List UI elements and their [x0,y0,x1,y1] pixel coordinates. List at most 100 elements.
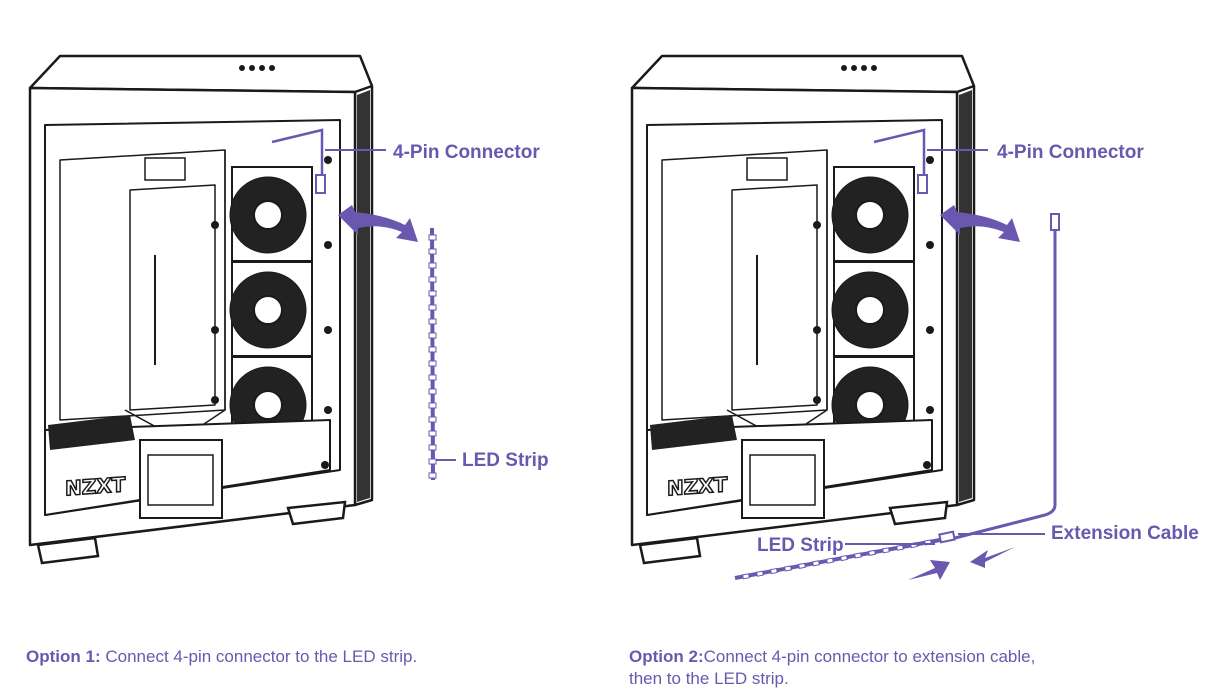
option-2-connection-graphics [734,128,1060,580]
top-io-button [841,65,847,71]
top-io-button [851,65,857,71]
push-arrow-left [970,547,1015,568]
led-strip [734,538,941,580]
led-segment [742,573,750,580]
caption-option-2-prefix: Option 2: [629,647,704,666]
screw [324,156,332,164]
fan-hub [855,200,885,230]
extension-cable-label: Extension Cable [1051,523,1199,544]
screw [813,221,821,229]
led-segment [798,562,806,569]
top-io-button [269,65,275,71]
led-segment [428,444,437,451]
screw [211,396,219,404]
caption-option-1-text: Connect 4-pin connector to the LED strip… [105,647,418,666]
led-segment [428,262,437,269]
screw [813,396,821,404]
hdd-bay-inner [749,454,816,506]
case-window-frame [646,119,943,516]
screw [211,326,219,334]
led-segment [812,560,820,567]
front-foot [638,536,702,565]
push-arrow-right [908,560,950,580]
case-window-frame [44,119,341,516]
screw [321,461,329,469]
hdd-bay [741,439,825,519]
led-segment [882,547,890,554]
screw [324,326,332,334]
hdd-bay-inner [147,454,214,506]
case-edge [354,84,373,94]
front-foot [36,536,100,565]
screw [324,241,332,249]
screw [926,156,934,164]
connector-label-option-1: 4-Pin Connector [393,142,540,163]
top-io-button [239,65,245,71]
led-segment [784,565,792,572]
four-pin-connector [315,174,326,194]
led-segment [428,402,437,409]
io-cutout [746,157,788,181]
pc-case-illustration-option-1: NZXT [28,54,374,565]
connector-cable [873,128,926,190]
caption-option-1: Option 1: Connect 4-pin connector to the… [26,646,417,668]
screw [926,406,934,414]
led-strip-label-option-1: LED Strip [462,450,549,471]
led-segment [756,570,764,577]
top-io-button [249,65,255,71]
caption-option-2-text-line2: then to the LED strip. [629,669,789,688]
led-segment [428,332,437,339]
io-cutout [144,157,186,181]
bracket-panel [731,184,818,411]
led-segment [428,318,437,325]
led-segment [428,472,437,479]
screw [926,326,934,334]
led-segment [428,360,437,367]
extension-cable [954,230,1057,540]
top-io-button [861,65,867,71]
led-segment [428,374,437,381]
led-strip-label-option-2: LED Strip [757,535,844,556]
extension-cable-plug [938,530,956,544]
nzxt-logo: NZXT [667,472,728,500]
case-edge [956,84,975,94]
connector-cable [271,128,324,190]
led-segment [428,388,437,395]
led-segment [840,555,848,562]
led-segment [428,276,437,283]
led-segment [854,552,862,559]
top-io-button [871,65,877,71]
led-strip [430,227,435,481]
rear-foot [286,500,347,526]
drive-cage [48,415,135,450]
led-segment [428,304,437,311]
screw [923,461,931,469]
caption-option-1-prefix: Option 1: [26,647,101,666]
screw [324,406,332,414]
screw [926,241,934,249]
led-segment [896,544,904,551]
case-mesh-side [357,90,370,502]
led-segment [428,290,437,297]
led-segment [428,458,437,465]
fan-hub [253,200,283,230]
fan-hub [855,295,885,325]
led-segment [428,430,437,437]
led-segment [868,549,876,556]
nzxt-logo: NZXT [65,472,126,500]
led-segment [428,234,437,241]
led-segment [770,568,778,575]
option-1-connection-graphics [271,128,456,481]
fan-hub [253,295,283,325]
fan-hub [855,390,885,420]
caption-option-2: Option 2:Connect 4-pin connector to exte… [629,646,1035,690]
top-io-button [259,65,265,71]
case-mesh-side [959,90,972,502]
connector-label-option-2: 4-Pin Connector [997,142,1144,163]
screw [211,221,219,229]
hdd-bay [139,439,223,519]
extension-cable-connector [1050,213,1060,231]
four-pin-connector [917,174,928,194]
led-segment [428,416,437,423]
